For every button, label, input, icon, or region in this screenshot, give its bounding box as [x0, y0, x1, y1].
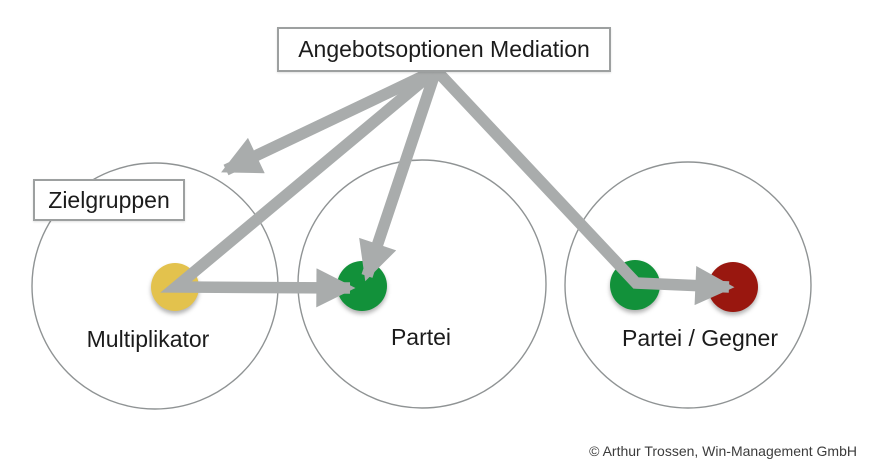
copyright-text: © Arthur Trossen, Win-Management GmbH: [589, 443, 857, 459]
title-text: Angebotsoptionen Mediation: [298, 36, 590, 62]
zielgruppen-text: Zielgruppen: [48, 186, 170, 213]
arrow-title-to-partei: [359, 68, 442, 282]
label-partei-gegner: Partei / Gegner: [622, 325, 778, 351]
label-multiplikator: Multiplikator: [86, 326, 210, 352]
label-partei: Partei: [390, 324, 452, 350]
arrow-title-via-partei-to-gegner: [431, 66, 735, 306]
title-box: Angebotsoptionen Mediation: [277, 27, 611, 72]
arrow-title-via-multiplikator-to-partei: [160, 65, 440, 308]
zielgruppen-box: Zielgruppen: [33, 179, 185, 221]
arrow-title-to-zielgruppen: [221, 64, 439, 176]
